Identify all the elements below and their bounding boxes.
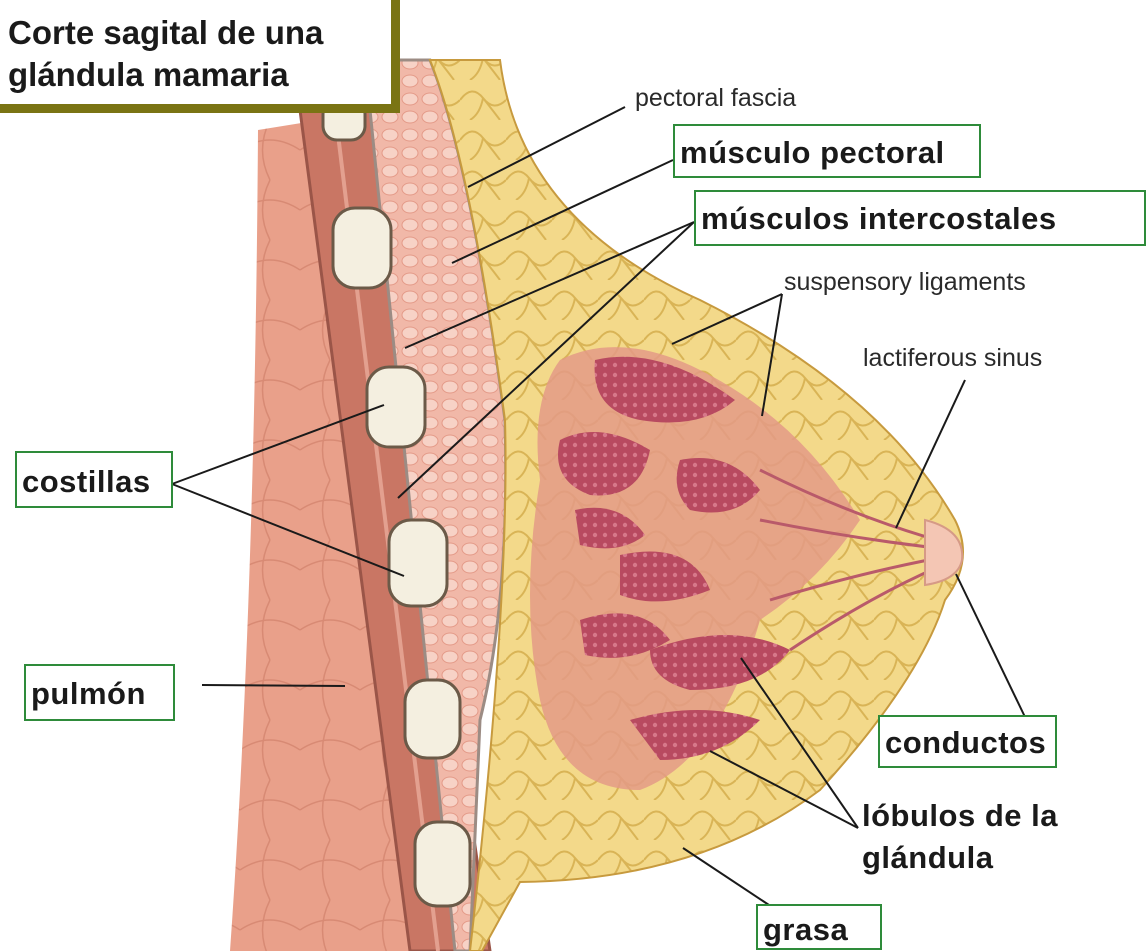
label-costillas: costillas bbox=[15, 451, 173, 508]
rib bbox=[389, 520, 447, 606]
label-lactiferous-sinus: lactiferous sinus bbox=[863, 346, 1042, 371]
label-lobulos-line-2: glándula bbox=[862, 842, 993, 873]
label-suspensory-ligaments: suspensory ligaments bbox=[784, 270, 1026, 295]
label-pulmon: pulmón bbox=[24, 664, 175, 721]
label-musculo-pectoral: músculo pectoral bbox=[673, 124, 981, 178]
label-musculos-intercostales: músculos intercostales bbox=[694, 190, 1146, 246]
rib bbox=[405, 680, 460, 758]
rib bbox=[333, 208, 391, 288]
rib bbox=[367, 367, 425, 447]
title-line-2: glándula mamaria bbox=[8, 56, 289, 94]
rib bbox=[415, 822, 470, 906]
label-conductos: conductos bbox=[878, 715, 1057, 768]
label-grasa: grasa bbox=[756, 904, 882, 950]
label-lobulos-line-1: lóbulos de la bbox=[862, 800, 1058, 831]
title-box: Corte sagital de una glándula mamaria bbox=[0, 0, 400, 113]
title-line-1: Corte sagital de una bbox=[8, 14, 323, 52]
label-pectoral-fascia: pectoral fascia bbox=[635, 86, 796, 111]
